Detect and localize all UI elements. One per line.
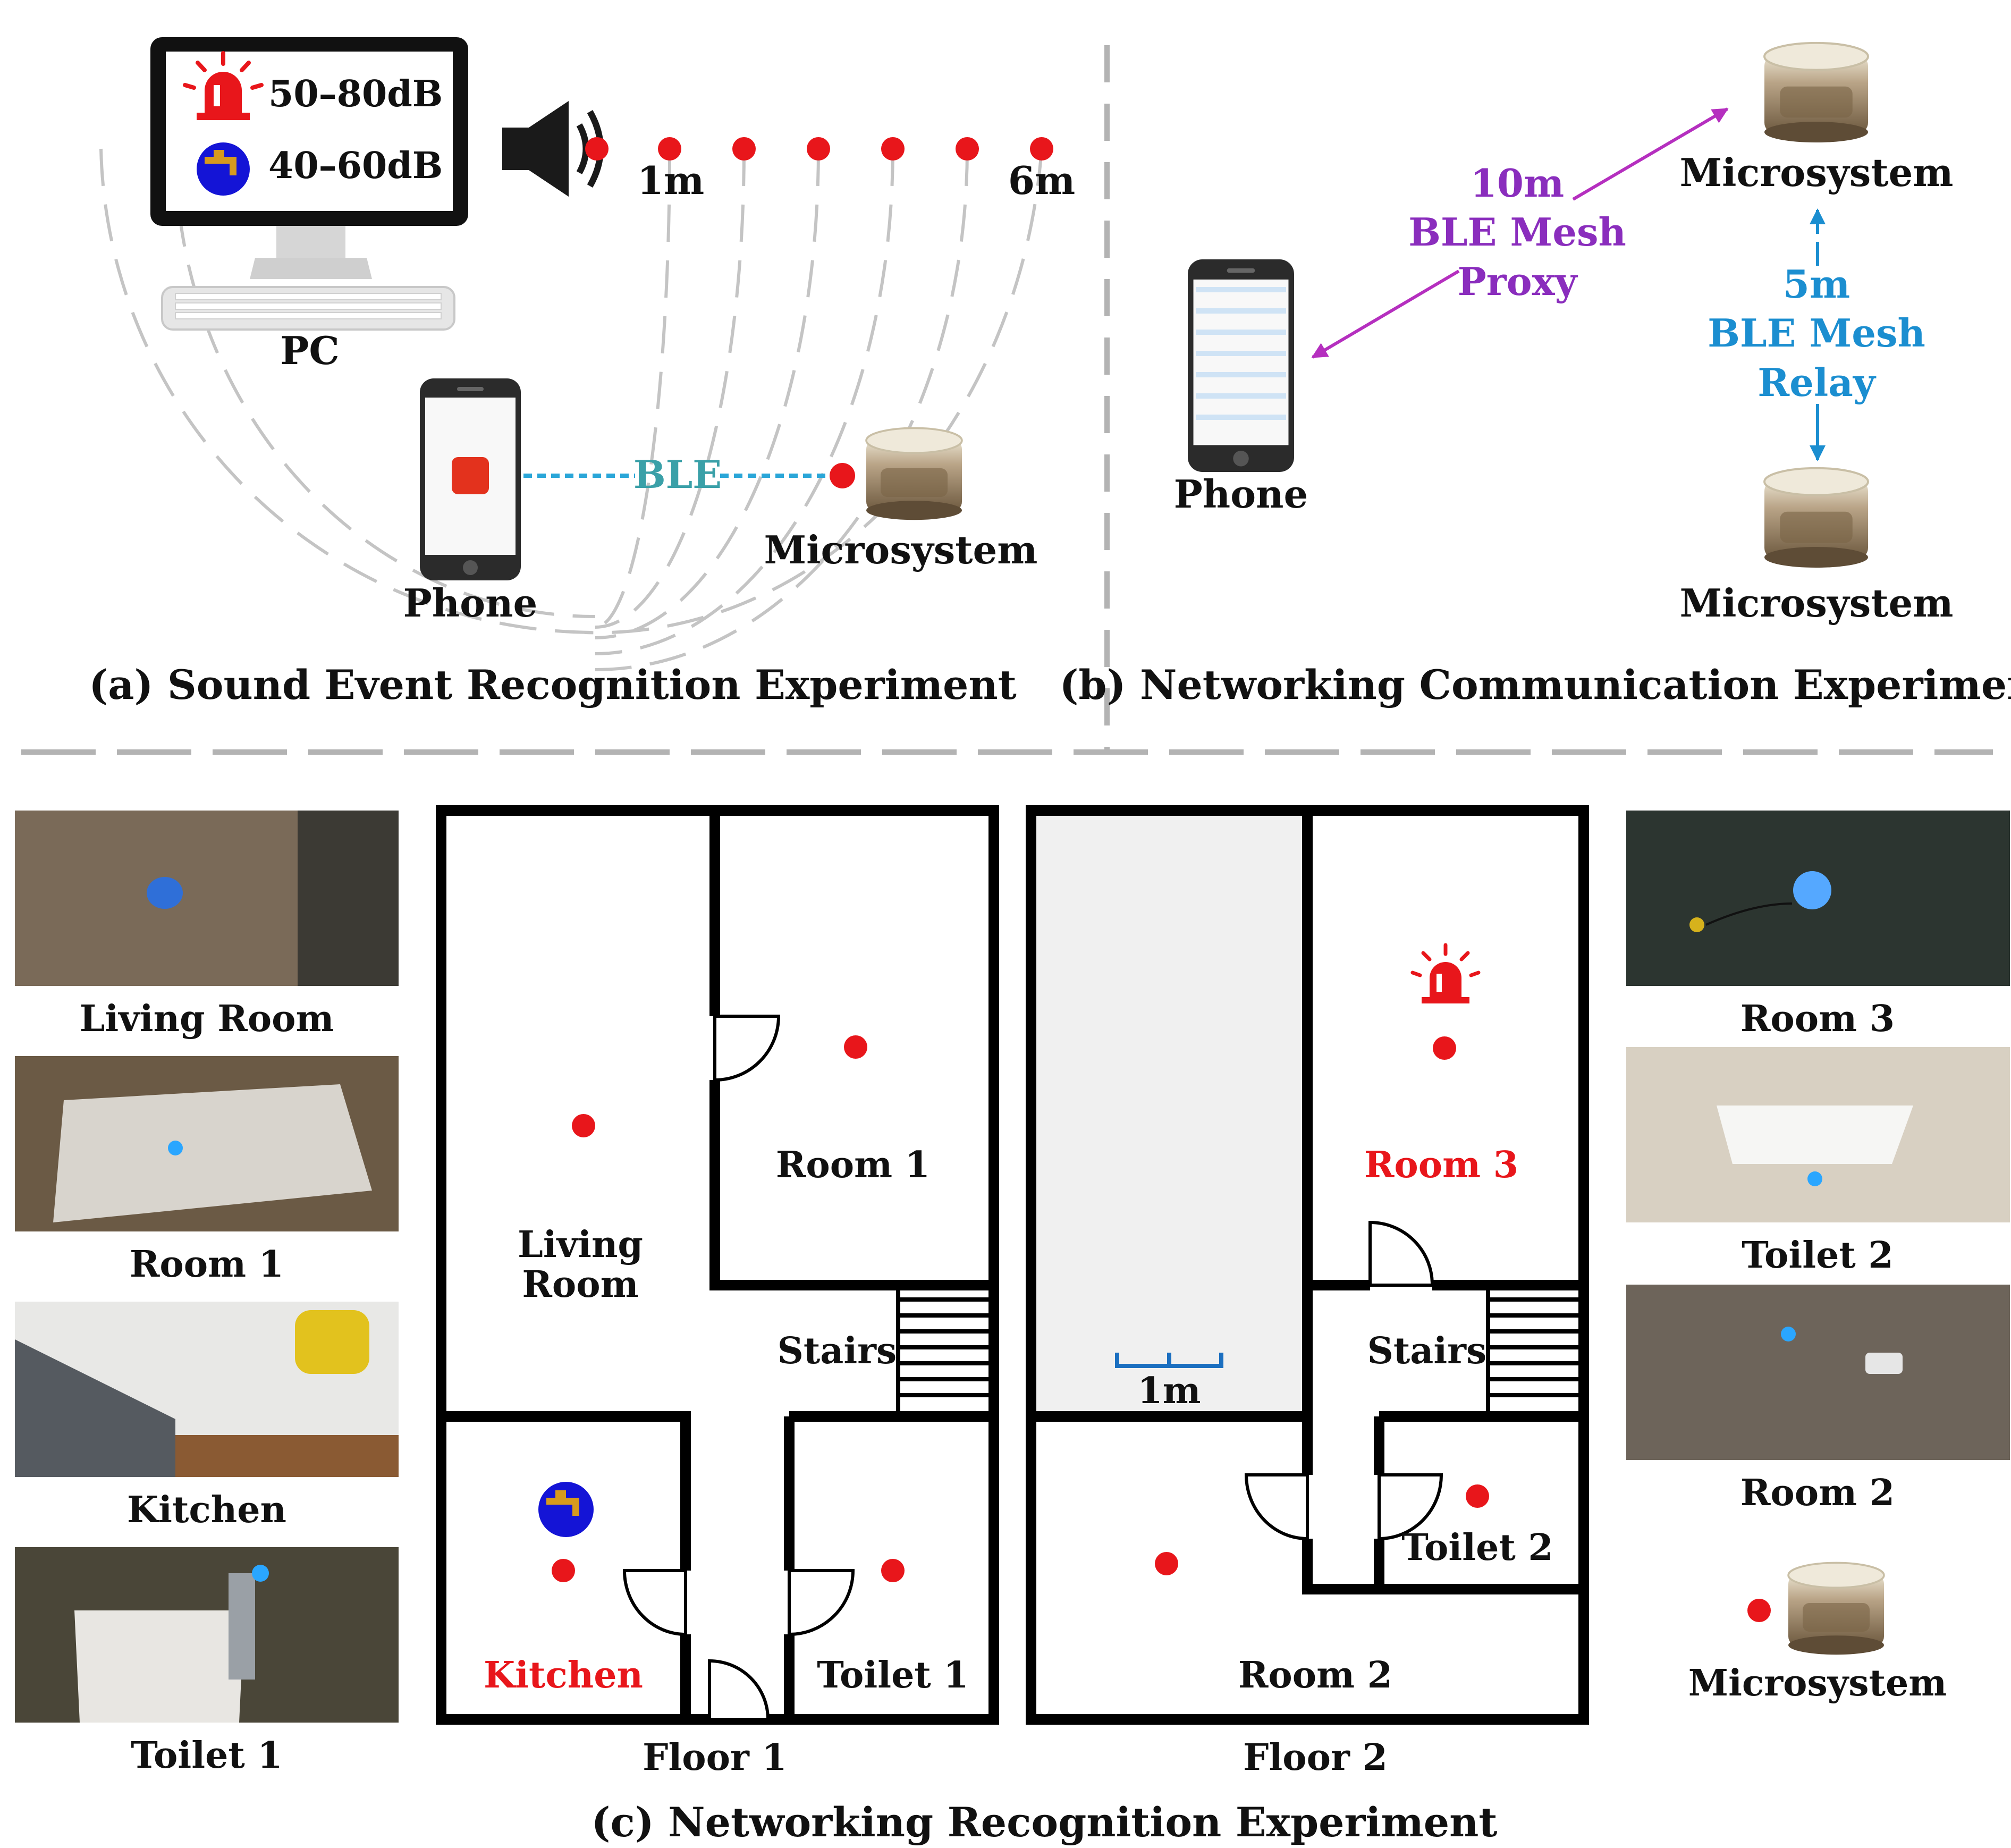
label-stairs-f2: Stairs xyxy=(1367,1330,1487,1372)
relay-label-line1: BLE Mesh xyxy=(1708,310,1925,356)
label-toilet-2: Toilet 2 xyxy=(1401,1526,1553,1569)
label-room-1: Room 1 xyxy=(776,1144,930,1186)
distance-dot xyxy=(658,137,681,161)
photo-toilet-1 xyxy=(15,1547,399,1723)
node-dot-living-room xyxy=(572,1114,595,1137)
distance-dot xyxy=(881,137,905,161)
floor-2-label: Floor 2 xyxy=(1243,1736,1388,1779)
distance-dot xyxy=(807,137,830,161)
distance-start-label: 1m xyxy=(637,158,704,203)
floor-1-label: Floor 1 xyxy=(643,1736,787,1779)
phone-a xyxy=(420,378,521,580)
proxy-label-line1: BLE Mesh xyxy=(1408,209,1626,255)
photo-room-2-label: Room 2 xyxy=(1740,1472,1895,1514)
relay-distance-label: 5m xyxy=(1783,261,1850,307)
phone-a-label: Phone xyxy=(403,580,538,626)
node-dot-room-1 xyxy=(844,1035,867,1059)
distance-dot xyxy=(956,137,979,161)
sound-wave-arcs xyxy=(99,148,1043,671)
microsystem-dot xyxy=(830,463,855,488)
microsystem-b-top xyxy=(1763,41,1869,144)
distance-dot xyxy=(585,137,609,161)
label-room-2: Room 2 xyxy=(1238,1654,1392,1697)
microsystem-b-bottom-label: Microsystem xyxy=(1679,580,1953,626)
legend-label: Microsystem xyxy=(1688,1662,1947,1704)
photo-kitchen xyxy=(15,1302,399,1477)
photo-room-1-label: Room 1 xyxy=(130,1243,284,1286)
distance-dot xyxy=(732,137,756,161)
label-toilet-1: Toilet 1 xyxy=(817,1654,968,1697)
scale-bar xyxy=(1115,1353,1223,1368)
distance-dot xyxy=(1030,137,1053,161)
phone-b-app-rows xyxy=(1196,287,1286,420)
panel-c-caption: (c) Networking Recognition Experiment xyxy=(591,1799,1497,1846)
label-stairs-f1: Stairs xyxy=(778,1330,897,1372)
alarm-app-icon xyxy=(452,457,489,494)
label-kitchen: Kitchen xyxy=(484,1654,643,1697)
microsystem-a-label: Microsystem xyxy=(764,527,1037,572)
panel-b: Phone 10m BLE Mesh Proxy Microsystem Mic… xyxy=(1059,41,2011,708)
proxy-arrow-upper xyxy=(1572,107,1729,201)
scale-label: 1m xyxy=(1137,1370,1201,1412)
photo-toilet-2-label: Toilet 2 xyxy=(1742,1234,1893,1277)
photo-living-room-label: Living Room xyxy=(80,998,334,1040)
photo-kitchen-label: Kitchen xyxy=(127,1489,286,1531)
node-dot-room-2 xyxy=(1155,1552,1178,1575)
panel-a-caption: (a) Sound Event Recognition Experiment xyxy=(89,661,1016,708)
label-room-3: Room 3 xyxy=(1364,1144,1518,1186)
pc-label: PC xyxy=(280,328,339,373)
alarm-icon xyxy=(183,51,264,120)
microsystem-b-bottom xyxy=(1763,467,1869,569)
water-db-label: 40–60dB xyxy=(268,145,443,187)
floor-1-plan: Living Room Room 1 Stairs Kitchen Toilet… xyxy=(436,805,999,1725)
room-3-alarm-icon xyxy=(1410,943,1481,1003)
kitchen-faucet-icon xyxy=(538,1482,594,1537)
photo-room-3 xyxy=(1626,811,2010,986)
void-area xyxy=(1031,811,1307,1416)
label-living-room-line1: Living xyxy=(518,1223,643,1266)
legend-dot xyxy=(1747,1599,1771,1622)
node-dot-room-3 xyxy=(1433,1036,1456,1060)
photo-toilet-2 xyxy=(1626,1047,2010,1222)
node-dot-kitchen xyxy=(552,1559,575,1582)
distance-end-label: 6m xyxy=(1008,158,1075,203)
proxy-arrow-lower xyxy=(1311,269,1460,359)
panel-b-caption: (b) Networking Communication Experiment xyxy=(1059,661,2011,708)
panel-a: 50–80dB 40–60dB PC 1m 6m xyxy=(89,37,1075,708)
node-dot-toilet-1 xyxy=(881,1559,905,1582)
ble-label: BLE xyxy=(633,452,722,497)
panel-c: Living Room Room 1 Kitchen Toilet 1 xyxy=(15,805,2010,1846)
floor-2-plan: 1m Room 3 Stairs Toilet 2 R xyxy=(1026,805,1589,1725)
photo-toilet-1-label: Toilet 1 xyxy=(131,1734,282,1777)
photo-room-2 xyxy=(1626,1285,2010,1460)
label-living-room-line2: Room xyxy=(522,1263,638,1306)
proxy-distance-label: 10m xyxy=(1471,161,1564,206)
alarm-db-label: 50–80dB xyxy=(268,73,443,115)
distance-dots xyxy=(585,137,1053,161)
photo-room-1 xyxy=(15,1056,399,1231)
phone-b-label: Phone xyxy=(1174,471,1308,517)
photo-room-3-label: Room 3 xyxy=(1740,998,1895,1040)
microsystem-b-top-label: Microsystem xyxy=(1679,150,1953,195)
node-dot-toilet-2 xyxy=(1466,1484,1489,1508)
faucet-icon xyxy=(197,142,250,196)
legend-microsystem xyxy=(1787,1562,1885,1656)
photo-living-room xyxy=(15,811,399,986)
relay-label-line2: Relay xyxy=(1757,360,1877,405)
microsystem-a xyxy=(865,427,963,521)
proxy-label-line2: Proxy xyxy=(1458,259,1578,304)
